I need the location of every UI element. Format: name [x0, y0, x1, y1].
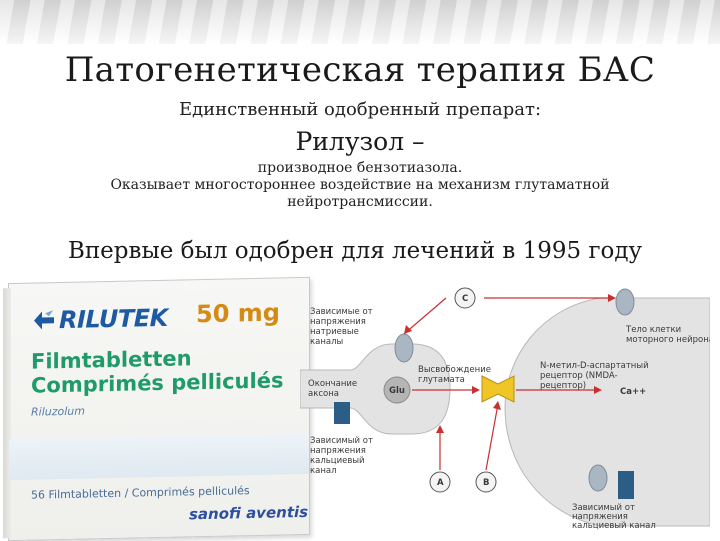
marker-b [475, 471, 497, 493]
approval-statement: Впервые был одобрен для лечений в 1995 г… [67, 238, 643, 264]
calcium-channel-right-label: Зависимый от напряжения кальциевый канал [572, 503, 656, 531]
drug-name: Рилузол – [295, 127, 425, 156]
top-decorative-band [0, 0, 720, 44]
package-brand: RILUTEK [59, 303, 168, 335]
package-maker: sanofi aventis [189, 502, 309, 524]
release-arrowhead [472, 386, 480, 394]
calcium-channel-left-icon [334, 402, 350, 424]
calcium-channel-right-icon [618, 471, 634, 499]
glutamate-mechanism-diagram: Glu C A B Зависимые от напряжения натрие… [300, 287, 710, 531]
marker-c-label: C [462, 294, 468, 304]
b-action-line [485, 403, 499, 471]
desc-line: производное бензотиазола. [257, 160, 463, 176]
desc-line: Оказывает многостороннее воздействие на … [110, 177, 610, 193]
nmda-receptor-icon [481, 375, 515, 403]
glu-vesicle-icon [383, 376, 411, 404]
c-action-line [403, 297, 447, 335]
b-action-head [493, 401, 501, 410]
c-action-head-right [608, 294, 616, 302]
marker-c [454, 287, 476, 309]
package-inn: Riluzolum [31, 404, 85, 419]
package-logo: RILUTEK [31, 303, 168, 335]
marker-a [429, 471, 451, 493]
nmda-label: N-метил-D-аспартатный рецептор (NMDA- ре… [540, 361, 651, 391]
axon-terminal-label: Окончание аксона [308, 379, 360, 399]
sodium-channel-icon [394, 333, 414, 363]
ca-arrowhead [594, 386, 602, 394]
marker-a-label: A [437, 478, 444, 488]
package-form: Filmtabletten Comprimés pelliculés [31, 344, 283, 397]
slide-title: Патогенетическая терапия БАС [64, 50, 656, 90]
rilutek-logo-icon [34, 310, 54, 330]
cell-channel-bottom-icon [588, 464, 608, 492]
glu-label: Glu [389, 386, 405, 396]
slide-subtitle: Единственный одобренный препарат: [178, 99, 542, 120]
drug-description: производное бензотиазола. Оказывает мног… [60, 160, 660, 211]
form-line: Comprimés pelliculés [31, 368, 284, 398]
package-count: 56 Filmtabletten / Comprimés pelliculés [31, 484, 250, 502]
ca-label: Ca++ [620, 387, 646, 397]
c-action-head [404, 325, 412, 334]
sodium-channel-label: Зависимые от напряжения натриевые каналы [310, 307, 375, 347]
package-dose: 50 mg [196, 298, 280, 329]
cell-channel-top-icon [615, 288, 635, 316]
glutamate-release-label: Высвобождение глутамата [418, 365, 494, 385]
axon-terminal [300, 343, 451, 435]
marker-b-label: B [483, 478, 489, 488]
cell-body-label: Тело клетки моторного нейрона [625, 325, 710, 345]
motor-neuron-cell-body [504, 297, 710, 527]
package-band [9, 433, 309, 481]
a-action-head [436, 425, 444, 433]
calcium-channel-left-label: Зависимый от напряжения кальциевый канал [310, 436, 376, 476]
desc-line: нейротрансмиссии. [287, 194, 433, 210]
package-side [3, 288, 11, 539]
rilutek-package: RILUTEK 50 mg Filmtabletten Comprimés pe… [3, 276, 310, 541]
